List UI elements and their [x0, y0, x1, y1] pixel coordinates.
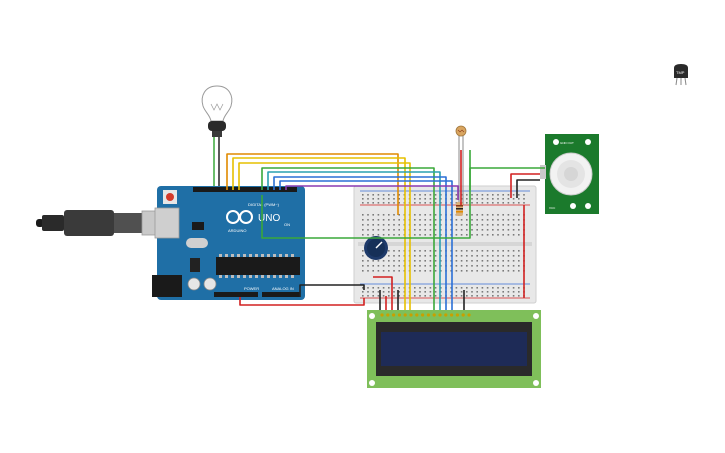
wire-red-power: [239, 297, 365, 306]
lcd-display[interactable]: [367, 310, 541, 388]
wire-green-pir: [469, 167, 545, 190]
wire-black-pir: [516, 179, 540, 198]
on-led-label: ON: [284, 222, 290, 227]
arduino-brand-label: ARDUINO: [228, 228, 246, 233]
arduino-model-label: UNO: [258, 213, 280, 224]
resistor[interactable]: [456, 202, 463, 216]
wire-blue-2: [279, 180, 453, 310]
wire-yellow: [232, 157, 406, 310]
light-bulb[interactable]: [201, 85, 233, 186]
wire-red-pir: [510, 173, 540, 198]
wire-blue: [273, 176, 447, 310]
tmp-sensor[interactable]: TMP: [674, 64, 688, 86]
lcd-screen: [381, 332, 527, 366]
arduino-logo-icon: [226, 210, 253, 224]
pir-top-label: GND OUT: [560, 141, 574, 145]
digital-header-label: DIGITAL (PWM~): [248, 202, 280, 207]
photoresistor[interactable]: [455, 125, 467, 205]
power-header-label: POWER: [244, 286, 259, 291]
wires: [226, 150, 545, 310]
arduino-uno-board[interactable]: UNO ARDUINO DIGITAL (PWM~) POWER ANALOG …: [152, 186, 305, 300]
wire-purple: [285, 185, 459, 200]
tmp-sensor-label: TMP: [676, 70, 685, 75]
reset-button[interactable]: [166, 193, 174, 201]
analog-header-label: ANALOG IN: [272, 286, 294, 291]
wire-red-lcd: [373, 276, 393, 310]
wire-orange: [226, 153, 399, 215]
pir-bottom-label: VCC: [549, 206, 556, 210]
pir-sensor[interactable]: GND OUT VCC: [540, 134, 599, 214]
wire-green-top: [261, 167, 435, 310]
wire-teal: [267, 171, 441, 310]
wire-green-long: [261, 150, 471, 239]
wire-yellow-2: [238, 162, 411, 310]
potentiometer[interactable]: [364, 236, 388, 260]
wire-black-gnd: [299, 284, 365, 297]
usb-cable: [36, 210, 167, 236]
lcd-pin-header: [380, 313, 471, 317]
